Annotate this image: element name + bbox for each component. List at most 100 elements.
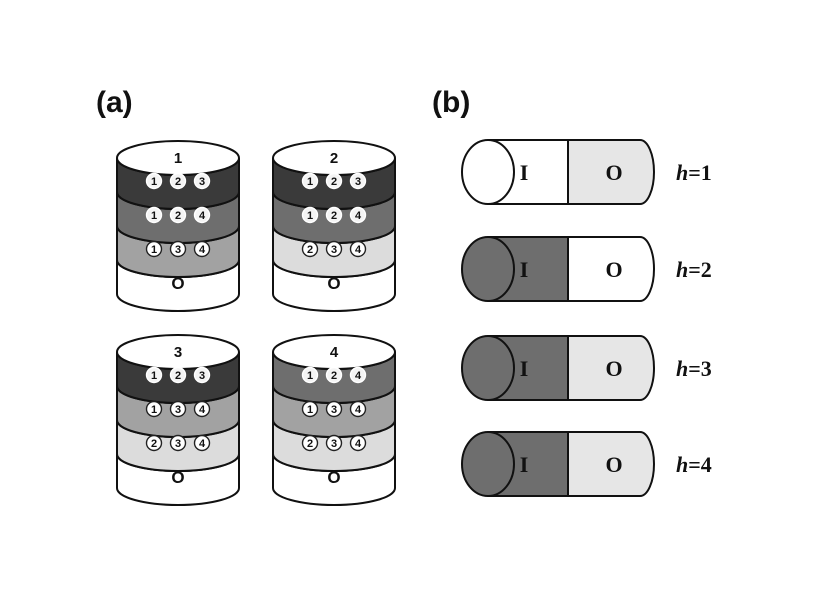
panel-b-label: (b) bbox=[432, 86, 470, 119]
cylinder-output-label: O bbox=[605, 356, 622, 381]
member-circle bbox=[301, 206, 319, 224]
member-badge: 2 bbox=[301, 240, 319, 258]
member-number: 4 bbox=[199, 210, 206, 222]
panel-a-label: (a) bbox=[96, 86, 133, 119]
member-badge: 2 bbox=[169, 206, 187, 224]
cylinder-input-label: I bbox=[520, 356, 529, 381]
member-badge: 1 bbox=[301, 400, 319, 418]
h-value: =3 bbox=[688, 356, 712, 381]
member-badge: 2 bbox=[169, 172, 187, 190]
member-number: 1 bbox=[307, 404, 313, 416]
cylinder-input-label: I bbox=[520, 257, 529, 282]
member-badge: 2 bbox=[325, 206, 343, 224]
member-number: 3 bbox=[175, 244, 181, 256]
member-circle bbox=[325, 366, 343, 384]
member-badge: 4 bbox=[193, 240, 211, 258]
member-badge: 3 bbox=[325, 240, 343, 258]
member-badge: 4 bbox=[349, 240, 367, 258]
member-circle bbox=[193, 366, 211, 384]
stack-base-label: O bbox=[171, 274, 184, 293]
h-variable: h bbox=[676, 356, 688, 381]
member-number: 4 bbox=[355, 370, 362, 382]
member-number: 4 bbox=[199, 404, 206, 416]
member-circle bbox=[193, 206, 211, 224]
member-number: 2 bbox=[307, 438, 313, 450]
member-badge: 1 bbox=[145, 366, 163, 384]
cylinder-h-label: h=2 bbox=[676, 257, 712, 282]
member-number: 2 bbox=[175, 176, 181, 188]
member-circle bbox=[325, 172, 343, 190]
stack-base-label: O bbox=[171, 468, 184, 487]
stack-number: 1 bbox=[174, 150, 182, 167]
member-number: 3 bbox=[331, 404, 337, 416]
member-number: 4 bbox=[355, 438, 362, 450]
h-value: =1 bbox=[688, 160, 712, 185]
member-number: 2 bbox=[151, 438, 157, 450]
member-circle bbox=[169, 400, 187, 418]
member-number: 3 bbox=[175, 404, 181, 416]
member-circle bbox=[169, 434, 187, 452]
member-number: 1 bbox=[151, 176, 157, 188]
member-circle bbox=[145, 172, 163, 190]
member-badge: 4 bbox=[193, 206, 211, 224]
member-number: 4 bbox=[199, 438, 206, 450]
member-badge: 2 bbox=[169, 366, 187, 384]
cylinder-h-label: h=1 bbox=[676, 160, 712, 185]
member-badge: 2 bbox=[325, 172, 343, 190]
member-badge: 3 bbox=[193, 366, 211, 384]
member-badge: 4 bbox=[349, 400, 367, 418]
member-badge: 3 bbox=[169, 434, 187, 452]
member-number: 2 bbox=[331, 370, 337, 382]
member-circle bbox=[169, 366, 187, 384]
h-variable: h bbox=[676, 452, 688, 477]
cylinder-right-section bbox=[567, 335, 655, 401]
member-number: 2 bbox=[307, 244, 313, 256]
member-number: 1 bbox=[151, 244, 157, 256]
member-circle bbox=[325, 206, 343, 224]
member-number: 3 bbox=[199, 176, 205, 188]
cylinder-right-section bbox=[567, 236, 655, 302]
cylinder-face-arc bbox=[487, 139, 515, 205]
stack-base-label: O bbox=[327, 274, 340, 293]
member-circle bbox=[145, 206, 163, 224]
member-circle bbox=[193, 240, 211, 258]
member-badge: 1 bbox=[301, 206, 319, 224]
member-circle bbox=[349, 400, 367, 418]
stack-number: 2 bbox=[330, 150, 338, 167]
member-circle bbox=[301, 240, 319, 258]
member-badge: 1 bbox=[301, 172, 319, 190]
member-badge: 2 bbox=[301, 434, 319, 452]
member-badge: 1 bbox=[145, 400, 163, 418]
member-circle bbox=[169, 240, 187, 258]
member-circle bbox=[145, 434, 163, 452]
member-number: 2 bbox=[331, 176, 337, 188]
cylinder-face-arc bbox=[487, 431, 515, 497]
cylinder-h-label: h=4 bbox=[676, 452, 712, 477]
member-number: 3 bbox=[331, 244, 337, 256]
member-circle bbox=[349, 434, 367, 452]
member-number: 4 bbox=[355, 404, 362, 416]
member-number: 3 bbox=[355, 176, 361, 188]
member-badge: 1 bbox=[301, 366, 319, 384]
member-badge: 4 bbox=[193, 434, 211, 452]
member-circle bbox=[169, 172, 187, 190]
member-circle bbox=[301, 366, 319, 384]
member-circle bbox=[145, 366, 163, 384]
member-number: 3 bbox=[199, 370, 205, 382]
member-badge: 3 bbox=[325, 400, 343, 418]
h-variable: h bbox=[676, 160, 688, 185]
stack-number: 4 bbox=[330, 344, 339, 361]
h-value: =4 bbox=[688, 452, 712, 477]
member-number: 2 bbox=[331, 210, 337, 222]
cylinder-input-label: I bbox=[520, 452, 529, 477]
member-circle bbox=[193, 434, 211, 452]
